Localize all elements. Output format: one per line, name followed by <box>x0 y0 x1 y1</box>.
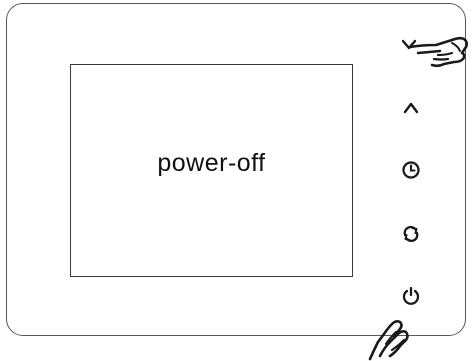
display-screen: power-off <box>70 64 353 277</box>
power-button[interactable] <box>397 281 425 309</box>
cycle-arrows-icon <box>397 220 425 248</box>
pressing-hand-icon <box>366 316 414 361</box>
mode-button[interactable] <box>397 220 425 248</box>
clock-button[interactable] <box>397 156 425 184</box>
pressing-hand-icon <box>408 33 470 73</box>
power-icon <box>397 281 425 309</box>
up-button[interactable] <box>397 94 425 122</box>
clock-icon <box>397 156 425 184</box>
status-text: power-off <box>71 149 352 178</box>
chevron-up-icon <box>397 94 425 122</box>
